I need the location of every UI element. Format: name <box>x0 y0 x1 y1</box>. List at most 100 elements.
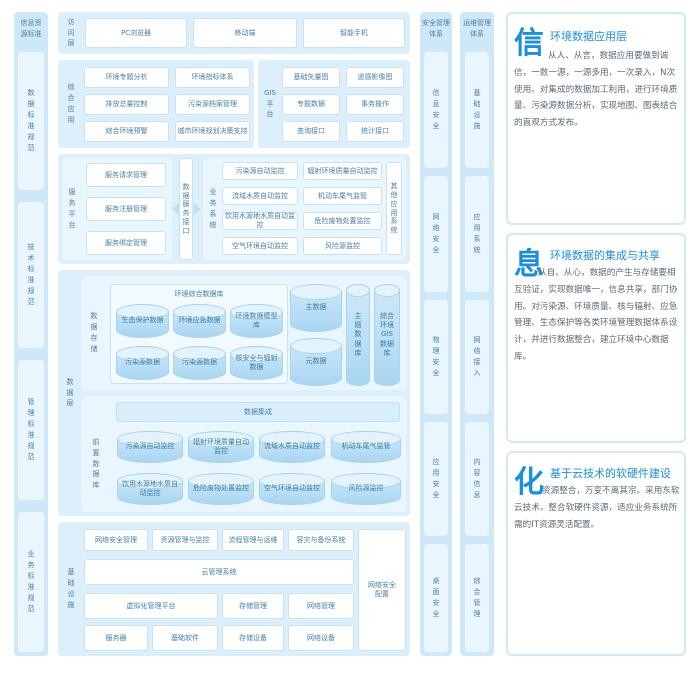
data-service-interface: 数据服务接口 <box>179 158 193 260</box>
db-meta-data: 元数据 <box>290 338 342 386</box>
ops-column-title: 运维管理体系 <box>463 19 491 38</box>
gis-transaction: 事务操作 <box>346 94 404 115</box>
left-section-biz-standard: 业务标准规范 <box>18 512 44 652</box>
db-env-model: 环境数据模型库 <box>230 304 283 338</box>
ops-integrated-mgmt: 综合管理 <box>465 544 489 652</box>
card-title-integration: 环境数据的集成与共享 <box>550 249 660 262</box>
pc-browser-box: PC浏览器 <box>85 18 187 48</box>
db-topic: 主题数据库 <box>346 284 370 386</box>
biz-drinking-water-monitor: 饮用水源地水质自动监控 <box>222 212 298 230</box>
security-desktop: 桌面安全 <box>424 544 448 652</box>
infra-process-ops: 流程管理与运维 <box>222 529 284 551</box>
arrow-right-icon <box>194 203 201 215</box>
security-info: 信息安全 <box>424 52 448 168</box>
db-master-data: 主数据 <box>290 284 342 332</box>
fdb-drinking-water: 饮用水源地水质自动监控 <box>117 473 183 505</box>
service-request-mgmt: 服务请求管理 <box>86 163 166 187</box>
left-column-title: 信息资源标准 <box>20 19 42 38</box>
fdb-hazardous-waste: 危险废物处置监控 <box>188 473 254 505</box>
card-title-cloud: 基于云技术的软硬件建设 <box>550 467 671 480</box>
biz-vehicle-exhaust: 机动车尾气监管 <box>303 187 382 205</box>
service-binding-mgmt: 服务绑定管理 <box>86 231 166 255</box>
biz-radiation-monitor: 辐射环境质量自动监控 <box>303 162 382 180</box>
security-physical: 物理安全 <box>424 300 448 414</box>
app-env-topic-analysis: 环境专题分析 <box>84 67 169 88</box>
smartphone-box: 智能手机 <box>303 18 405 48</box>
card-cloud-infrastructure: 化 基于云技术的软硬件建设 资源整合，万变不离其宗。采用东软云技术，整合软硬件资… <box>506 451 686 656</box>
biz-risk-source: 风险源监控 <box>303 237 382 255</box>
mobile-box: 移动端 <box>193 18 297 48</box>
card-char-xin: 信 <box>514 26 544 61</box>
fdb-air-monitor: 空气环境自动监控 <box>259 473 325 505</box>
ops-content-info: 内容信息 <box>465 422 489 536</box>
card-text-cloud: 资源整合，万变不离其宗。采用东软云技术，整合软硬件资源，适应业务系统所需的IT资… <box>514 486 680 530</box>
env-integrated-db-title: 环境综合数据库 <box>174 290 224 298</box>
db-pollution-source-2: 污染源数据 <box>173 346 226 380</box>
card-text-application: 从人、从言，数据应用要做到诚信，一数一源，一源多用，一次录入，N次使用。对集成的… <box>514 51 678 128</box>
left-section-mgmt-standard: 管理标准规范 <box>18 360 44 500</box>
infrastructure-label: 基础设施 <box>67 568 75 609</box>
ops-app-system: 应用系统 <box>465 176 489 292</box>
app-env-indicator-system: 环境指标体系 <box>175 67 250 88</box>
card-title-application: 环境数据应用层 <box>550 30 627 43</box>
infra-virtualization: 虚拟化管理平台 <box>84 593 218 619</box>
db-gis: 综合环境GIS数据库 <box>374 284 400 386</box>
infra-storage-device: 存储设备 <box>222 625 284 651</box>
db-env-emergency: 环境应急数据 <box>173 304 226 338</box>
fdb-vehicle-exhaust: 机动车尾气监管 <box>331 431 401 463</box>
gis-remote-sensing-map: 遥感影像图 <box>346 67 404 88</box>
app-emission-control: 排放总量控制 <box>84 94 169 115</box>
db-ecology-protection: 生态保护数据 <box>116 304 169 338</box>
service-register-mgmt: 服务注册管理 <box>86 197 166 221</box>
biz-pollution-monitor: 污染源自动监控 <box>222 162 298 180</box>
infra-base-software: 基础软件 <box>152 625 218 651</box>
ops-network-access: 网络接入 <box>465 300 489 414</box>
data-integration-bar: 数据集成 <box>116 402 400 422</box>
application-layer-label: 综合应用 <box>67 83 75 124</box>
gis-query-interface: 查询接口 <box>282 121 340 142</box>
card-char-xi: 息 <box>514 247 544 282</box>
access-layer-label: 访问层 <box>67 17 75 48</box>
gis-topic-data: 专题数据 <box>282 94 340 115</box>
card-application-layer: 信 环境数据应用层 从人、从言，数据应用要做到诚信，一数一源，一源多用，一次录入… <box>506 12 686 225</box>
biz-basin-water-monitor: 流域水质自动监控 <box>222 187 298 205</box>
card-char-hua: 化 <box>514 465 544 500</box>
app-env-warning: 综合环境预警 <box>84 121 169 142</box>
infra-server: 服务器 <box>84 625 148 651</box>
fdb-pollution-monitor: 污染源自动监控 <box>117 431 183 463</box>
fdb-risk-source: 风险源监控 <box>331 473 401 505</box>
service-platform-label: 服务平台 <box>68 188 76 229</box>
ops-infrastructure: 基础设施 <box>465 52 489 168</box>
security-network: 网络安全 <box>424 176 448 292</box>
security-application: 应用安全 <box>424 422 448 536</box>
infra-network-device: 网络设备 <box>288 625 354 651</box>
business-system-label: 业务系统 <box>209 188 217 229</box>
left-section-tech-standard: 技术标准规范 <box>18 202 44 348</box>
app-pollution-archive: 污染源档案管理 <box>175 94 250 115</box>
gis-base-vector-map: 基础矢量图 <box>282 67 340 88</box>
gis-platform-label: GIS平台 <box>264 88 276 119</box>
card-text-integration: 从自、从心，数据的产生与存储要相互验证，实现数据唯一，信息共享，部门协用。对污染… <box>514 268 678 362</box>
fdb-radiation-monitor: 辐射环境质量自动监控 <box>188 431 254 463</box>
data-storage-label: 数据存储 <box>90 312 98 353</box>
infra-resource-monitor: 资源管理与监控 <box>152 529 218 551</box>
infra-cloud-mgmt: 云管理系统 <box>84 559 354 585</box>
fdb-basin-water: 流域水质自动监控 <box>259 431 325 463</box>
infra-disaster-backup: 容灾与备份系统 <box>288 529 354 551</box>
security-column-title: 安全管理体系 <box>422 19 450 38</box>
other-app-systems: 其他应用系统 <box>386 162 402 255</box>
arrow-left-icon <box>172 203 179 215</box>
data-layer-label: 数据层 <box>66 377 74 408</box>
infra-network-security-config: 网络安全配置 <box>358 529 406 651</box>
app-city-planning-support: 城市环境规划决策支持 <box>175 121 250 142</box>
infra-storage-mgmt: 存储管理 <box>222 593 284 619</box>
frontend-db-label: 前置数据库 <box>92 437 100 490</box>
left-section-data-standard: 数据标准规范 <box>18 52 44 190</box>
db-pollution-source-1: 污染源数据 <box>116 346 169 380</box>
gis-stats-interface: 统计接口 <box>346 121 404 142</box>
infra-network-security-mgmt: 网络安全管理 <box>84 529 148 551</box>
infra-network-mgmt: 网络管理 <box>288 593 354 619</box>
card-integration-sharing: 息 环境数据的集成与共享 从自、从心，数据的产生与存储要相互验证，实现数据唯一，… <box>506 233 686 443</box>
biz-hazardous-waste: 危险废物处置监控 <box>303 212 382 230</box>
db-nuclear-radiation: 核安全与辐射数据 <box>230 346 283 380</box>
